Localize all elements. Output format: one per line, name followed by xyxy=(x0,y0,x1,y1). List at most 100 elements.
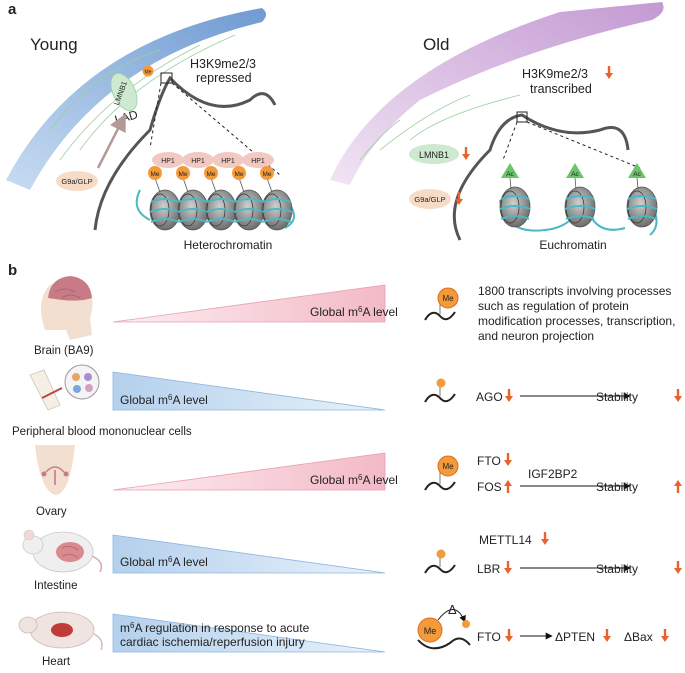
row-intestine-result-down-arrow xyxy=(674,561,682,574)
brain-illustration xyxy=(41,276,93,340)
me-label: Me xyxy=(424,626,437,636)
euchromatin-label: Euchromatin xyxy=(539,238,606,252)
old-title: Old xyxy=(423,35,449,54)
young-chromatin-fiber xyxy=(93,75,277,231)
me-label: Me xyxy=(234,171,243,178)
row-intestine-gene2-down-arrow xyxy=(504,561,512,574)
mouse-illustration xyxy=(22,529,103,573)
me-label: Me xyxy=(150,171,159,178)
row-intestine-gene1-down-arrow xyxy=(541,532,549,545)
row-heart-delta: Δ xyxy=(448,602,457,617)
row-pbmc-result-down-arrow xyxy=(674,389,682,402)
row-intestine-name: Intestine xyxy=(34,580,77,592)
young-enzyme-arrow xyxy=(96,113,127,169)
old-lamina-fibers xyxy=(359,94,521,161)
row-brain-wedge xyxy=(112,284,386,323)
me-circle xyxy=(148,166,162,180)
row-pbmc-wedge-label: Global m6A level xyxy=(120,393,208,408)
me-circle xyxy=(260,166,274,180)
old-mark-down-arrow xyxy=(605,66,613,79)
row-pbmc-gene: AGO xyxy=(476,390,503,404)
hp1-row xyxy=(152,152,274,168)
row-heart-target1-down-arrow xyxy=(603,629,611,642)
young-title: Young xyxy=(30,35,78,54)
ac-label: Ac xyxy=(506,171,514,178)
young-mark-line2: repressed xyxy=(196,71,252,85)
young-zoom-lines xyxy=(149,82,281,176)
ac-triangle xyxy=(501,163,519,178)
young-lad-label: LAD xyxy=(113,107,139,127)
nucleosome xyxy=(261,189,293,231)
young-nuclear-envelope xyxy=(6,8,266,190)
me-label: Me xyxy=(442,294,454,303)
panel-a-label: a xyxy=(8,1,17,18)
row-ovary-wedge xyxy=(112,452,386,491)
old-lmnb1-down-arrow xyxy=(462,147,470,160)
young-me-small-label: Me xyxy=(145,70,152,76)
row-heart-wedge-line1: m6A regulation in response to acute xyxy=(120,621,310,636)
old-mark-line1: H3K9me2/3 xyxy=(522,67,588,81)
old-mark-line2: transcribed xyxy=(530,82,592,96)
old-nuclear-envelope xyxy=(330,2,664,185)
row-ovary-name: Ovary xyxy=(36,506,67,518)
row-heart-name: Heart xyxy=(42,656,71,668)
row-ovary-gene2-up-arrow xyxy=(504,480,512,493)
row-pbmc-result: Stability xyxy=(596,390,638,404)
row-ovary-gene1: FTO xyxy=(477,454,501,468)
ac-triangle xyxy=(628,163,646,178)
row-heart-wedge-line2: cardiac ischemia/reperfusion injury xyxy=(120,635,305,649)
row-brain-text-line4: and neuron projection xyxy=(478,329,594,343)
row-brain-text-line2: such as regulation of protein xyxy=(478,299,629,313)
hp1-label: HP1 xyxy=(161,158,175,165)
hp1-label: HP1 xyxy=(191,158,205,165)
row-ovary-mrna: Me xyxy=(424,455,459,491)
row-intestine-result: Stability xyxy=(596,562,638,576)
row-ovary-gene2: FOS xyxy=(477,480,502,494)
young-enzyme-label: G9a/GLP xyxy=(61,177,92,186)
nucleosome xyxy=(177,189,209,231)
hp1-label: HP1 xyxy=(251,158,265,165)
row-heart-mrna: Me xyxy=(417,609,471,650)
row-brain-text-line1: 1800 transcripts involving processes xyxy=(478,284,671,298)
row-ovary-wedge-label: Global m6A level xyxy=(310,473,398,488)
ac-label: Ac xyxy=(633,171,641,178)
nucleosome xyxy=(564,186,596,228)
heart-mouse-illustration xyxy=(18,611,103,651)
young-zoom-box xyxy=(160,72,173,84)
row-brain-name: Brain (BA9) xyxy=(34,345,94,357)
row-ovary-result-up-arrow xyxy=(674,480,682,493)
old-enzyme-oval xyxy=(409,189,451,209)
row-intestine-gene2: LBR xyxy=(477,562,501,576)
row-brain-text-line3: modification processes, transcription, xyxy=(478,314,675,328)
row-intestine-wedge xyxy=(112,534,386,574)
me-label: Me xyxy=(178,171,187,178)
nucleosome xyxy=(233,189,265,231)
nucleosome xyxy=(626,186,658,228)
row-heart-target2-down-arrow xyxy=(661,629,669,642)
nucleosome xyxy=(205,189,237,231)
ac-triangle xyxy=(566,163,584,178)
row-heart-wedge xyxy=(112,613,386,653)
old-lmnb1-oval xyxy=(409,144,459,164)
row-pbmc-gene-down-arrow xyxy=(505,389,513,402)
old-zoom-box xyxy=(516,111,528,123)
old-lmnb1-label: LMNB1 xyxy=(419,150,449,160)
row-ovary-mediator: IGF2BP2 xyxy=(528,467,578,481)
me-label: Me xyxy=(442,462,454,471)
nucleosome xyxy=(499,186,531,228)
row-intestine-wedge-label: Global m6A level xyxy=(120,555,208,570)
row-heart-gene-down-arrow xyxy=(505,629,513,642)
row-heart-target2: ΔBax xyxy=(624,630,653,644)
heterochromatin-label: Heterochromatin xyxy=(184,238,273,252)
me-label: Me xyxy=(262,171,271,178)
me-circle xyxy=(232,166,246,180)
row-heart-target1: ΔPTEN xyxy=(555,630,595,644)
ovary-illustration xyxy=(35,445,75,495)
row-brain-mrna: Me xyxy=(424,287,459,321)
row-brain-wedge-label: Global m6A level xyxy=(310,305,398,320)
euchromatin-array: Ac Ac Ac xyxy=(499,163,658,236)
row-ovary-result: Stability xyxy=(596,480,638,494)
me-circle xyxy=(204,166,218,180)
pbmc-illustration xyxy=(29,364,100,411)
